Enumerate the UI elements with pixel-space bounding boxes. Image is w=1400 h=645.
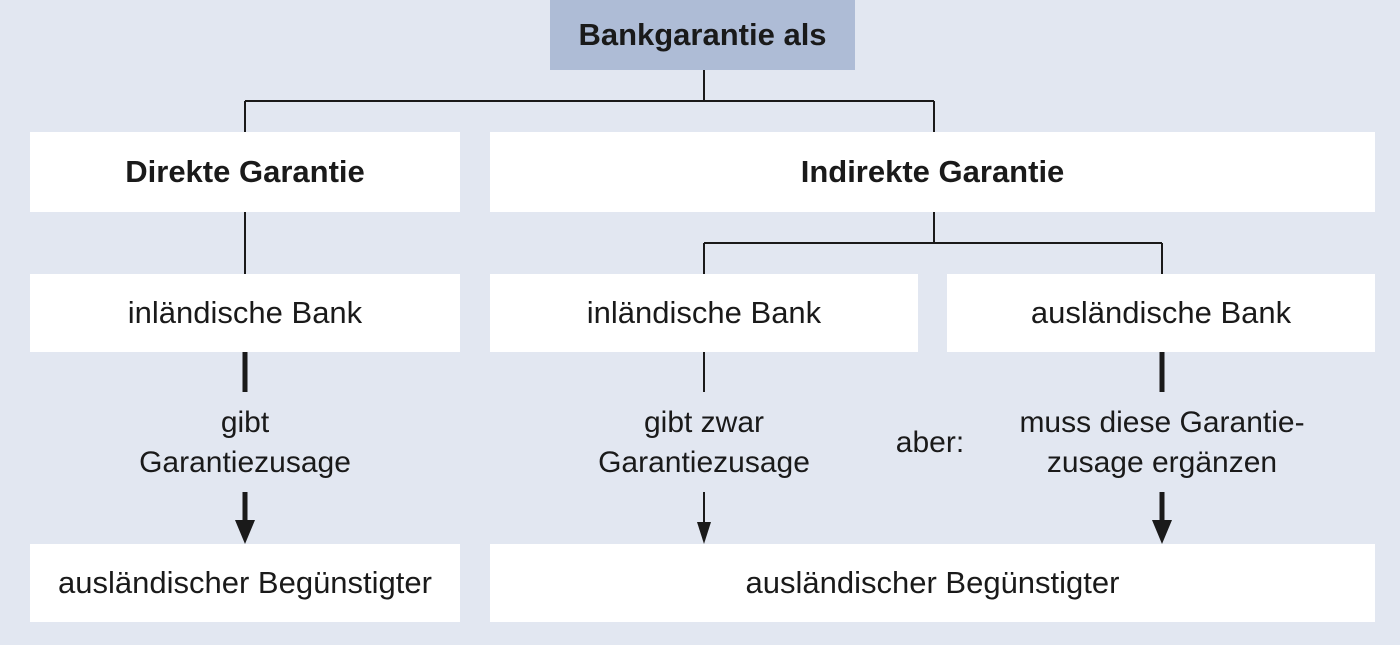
root-box: Bankgarantie als [550, 0, 855, 70]
indirect-domestic-bank-label: inländische Bank [586, 295, 822, 330]
direct-action-text: gibt Garantiezusage [95, 403, 395, 483]
indirect-foreign-bank-label: ausländische Bank [1030, 295, 1292, 330]
connector-aber-text: aber: [895, 426, 965, 459]
direct-guarantee-label: Direkte Garantie [125, 154, 365, 189]
indirect-guarantee-box: Indirekte Garantie [490, 132, 1375, 212]
domestic-action-text: gibt zwar Garantiezusage [554, 403, 854, 483]
foreign-action-line2: zusage ergänzen [1046, 446, 1278, 479]
domestic-arrow-head [697, 522, 711, 544]
direct-domestic-bank-box: inländische Bank [30, 274, 460, 352]
foreign-arrow-head [1152, 520, 1172, 544]
indirect-domestic-bank-box: inländische Bank [490, 274, 918, 352]
direct-beneficiary-label: ausländischer Begünstigter [58, 565, 432, 600]
indirect-beneficiary-box: ausländischer Begünstigter [490, 544, 1375, 622]
foreign-action-text: muss diese Garantie- zusage ergänzen [992, 403, 1332, 483]
foreign-action-line1: muss diese Garantie- [1019, 406, 1305, 439]
domestic-action-line2: Garantiezusage [598, 446, 810, 479]
indirect-foreign-bank-box: ausländische Bank [947, 274, 1375, 352]
direct-arrow-head [235, 520, 255, 544]
indirect-beneficiary-label: ausländischer Begünstigter [745, 565, 1120, 600]
indirect-guarantee-label: Indirekte Garantie [800, 154, 1065, 189]
root-label: Bankgarantie als [578, 17, 827, 52]
direct-guarantee-box: Direkte Garantie [30, 132, 460, 212]
direct-action-line2: Garantiezusage [139, 446, 351, 479]
direct-action-line1: gibt [220, 406, 270, 439]
connector-aber: aber: [880, 423, 980, 463]
direct-beneficiary-box: ausländischer Begünstigter [30, 544, 460, 622]
domestic-action-line1: gibt zwar [643, 406, 765, 439]
direct-domestic-bank-label: inländische Bank [127, 295, 363, 330]
